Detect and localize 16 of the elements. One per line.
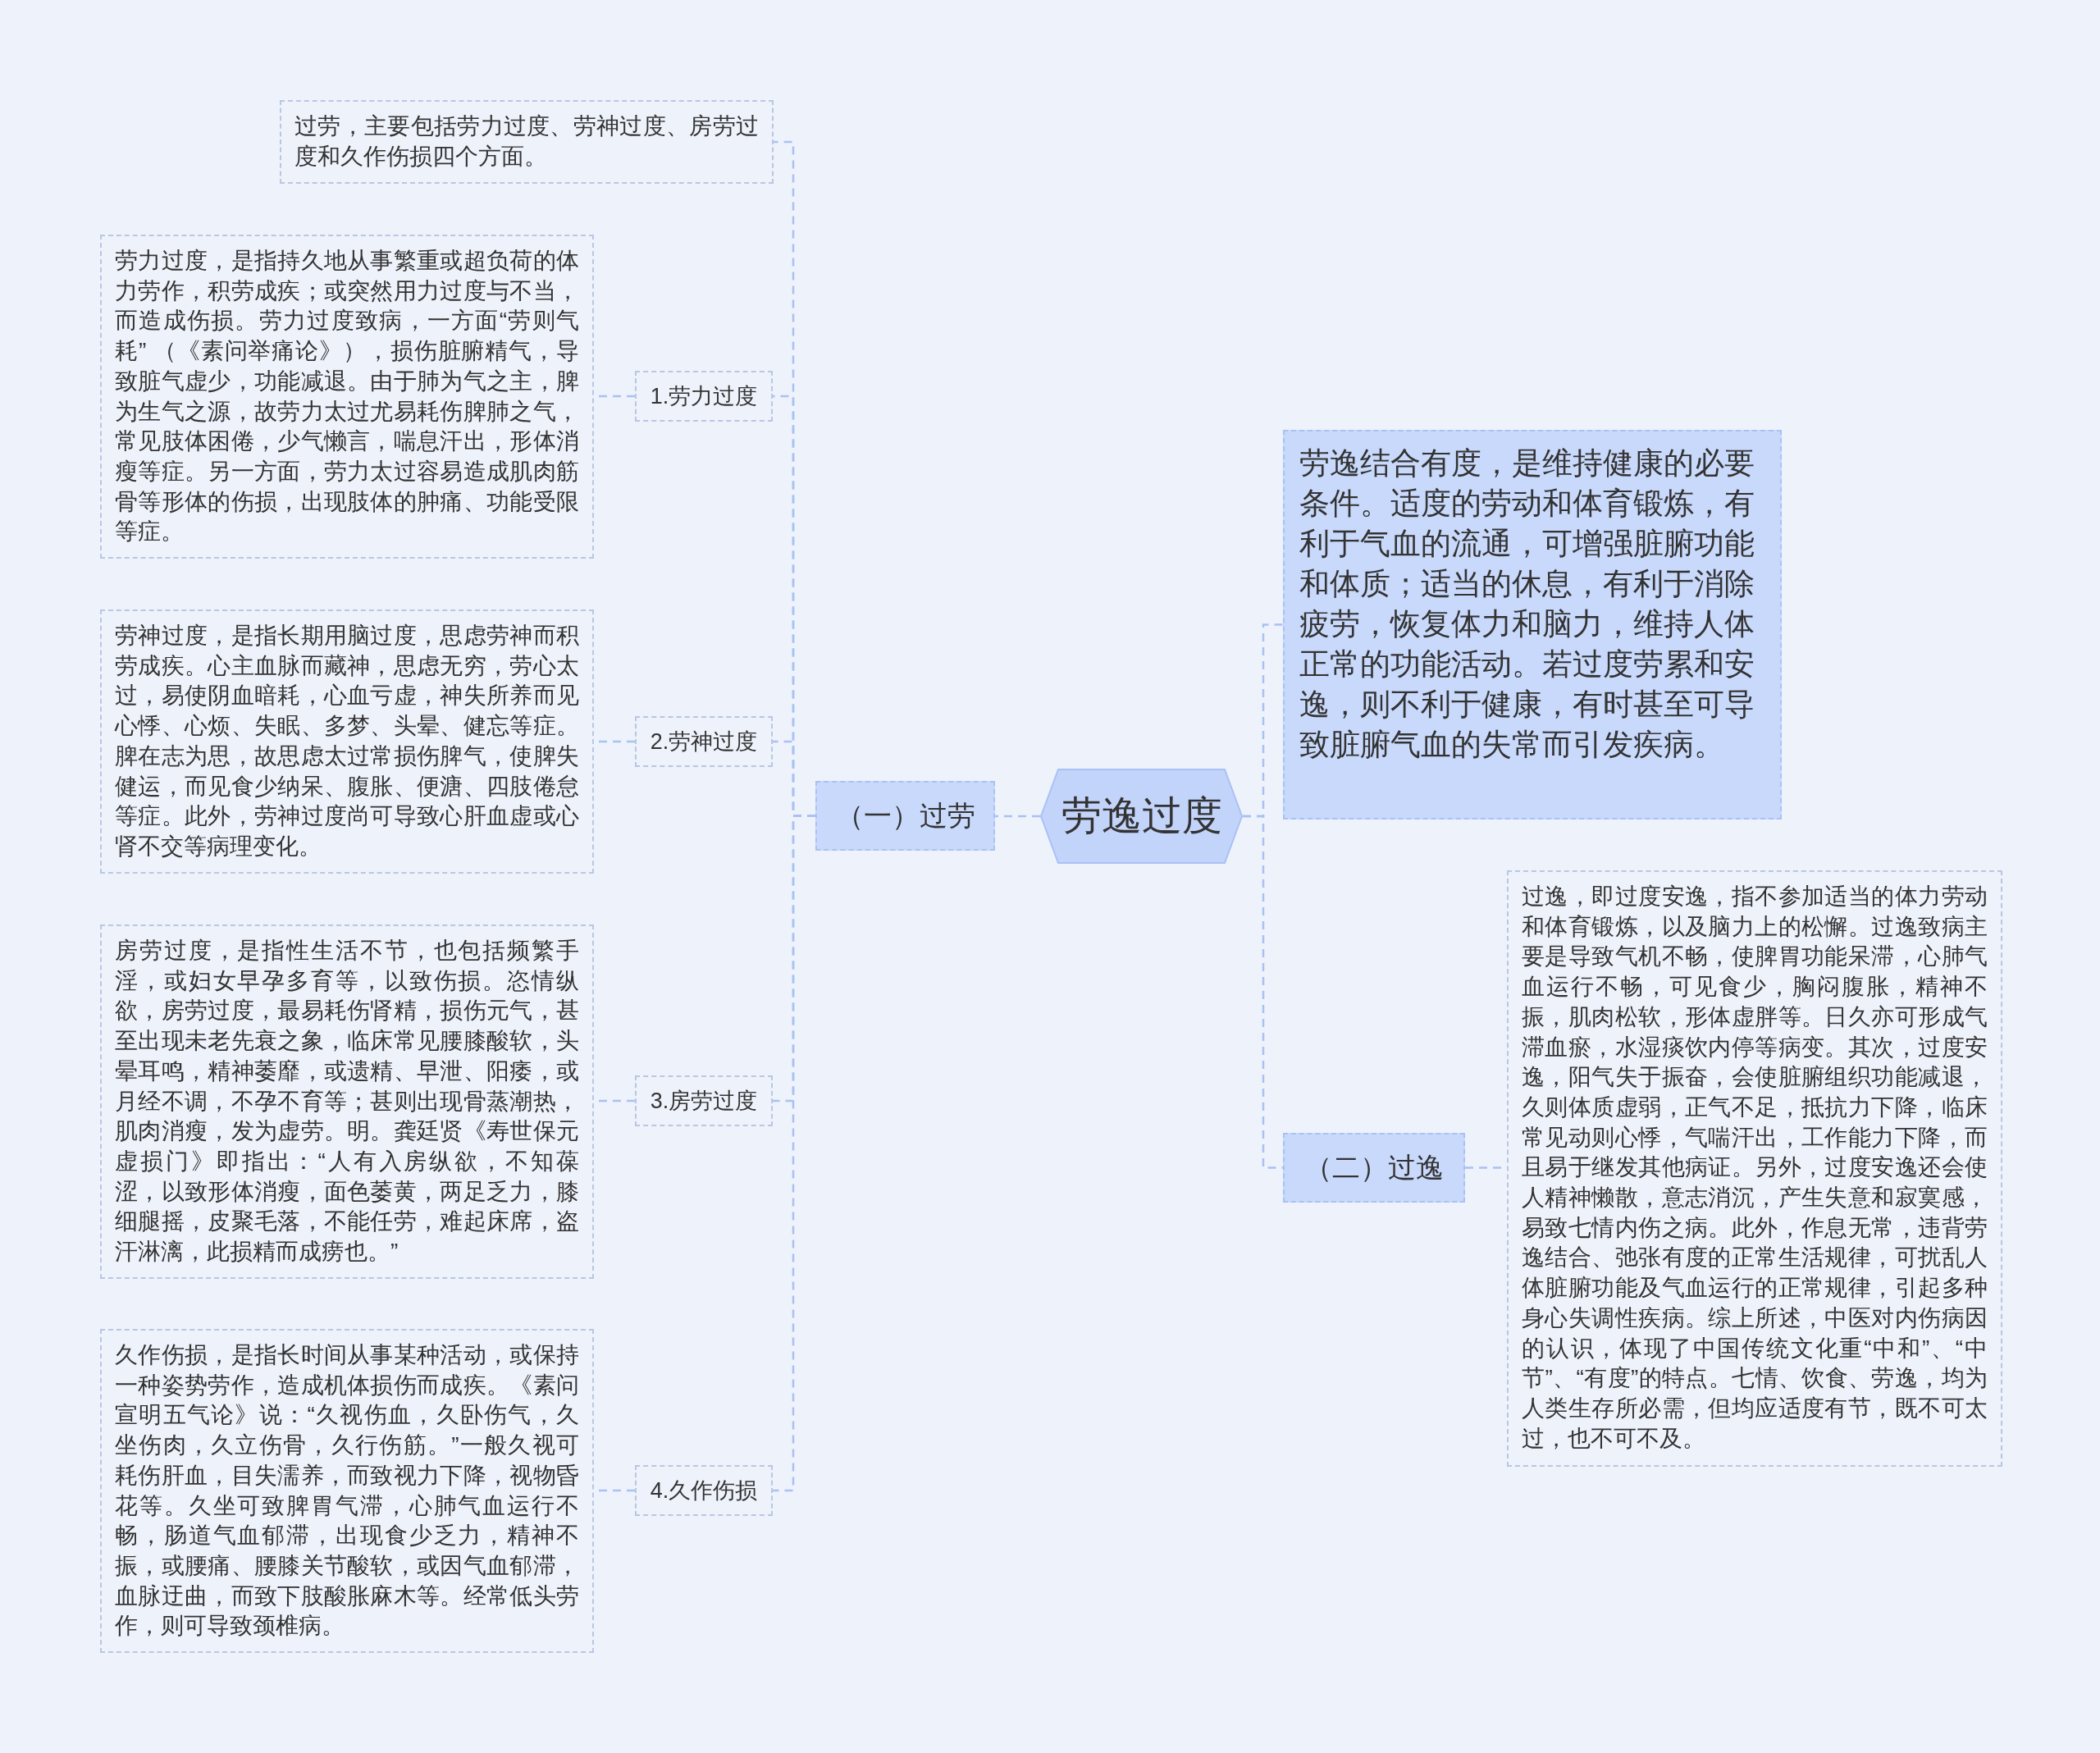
note-box: 劳力过度，是指持久地从事繁重或超负荷的体力劳作，积劳成疾；或突然用力过度与不当，而造成伤损。劳力过度致病，一方面“劳则气耗” （《素问举痛论》），损伤脏腑精气，导致脏气虚少，功能减退。由于肺为气之主，脾为生气之源，故劳力太过尤易耗伤脾肺之气，常见肢体困倦，少气懒言，喘息汗出，形体消瘦等症。另一方面，劳力太过容易造成肌肉筋骨等形体的伤损，出现肢体的肿痛、功能受限等症。 — [100, 235, 594, 559]
connector — [1243, 815, 1283, 1169]
subtopic-box: 3.房劳过度 — [635, 1075, 773, 1126]
subtopic-box: 2.劳神过度 — [635, 716, 773, 767]
note-box: 劳神过度，是指长期用脑过度，思虑劳神而积劳成疾。心主血脉而藏神，思虑无穷，劳心太过，易使阴血暗耗，心血亏虚，神失所养而见心悸、心烦、失眠、多梦、头晕、健忘等症。脾在志为思，故思虑太过常损伤脾气，使脾失健运，而见食少纳呆、腹胀、便溏、四肢倦怠等症。此外，劳神过度尚可导致心肝血虚或心肾不交等病理变化。 — [100, 609, 594, 874]
topic-box: （一）过劳 — [815, 781, 995, 851]
connector — [995, 815, 1040, 818]
note-box: 过劳，主要包括劳力过度、劳神过度、房劳过度和久作伤损四个方面。 — [280, 100, 774, 184]
central-topic: 劳逸过度 — [1040, 769, 1243, 864]
summary-box: 劳逸结合有度，是维持健康的必要条件。适度的劳动和体育锻炼，有利于气血的流通，可增强脏腑功能和体质；适当的休息，有利于消除疲劳，恢复体力和脑力，维持人体正常的功能活动。若过度劳累和安逸，则不利于健康，有时甚至可导致脏腑气血的失常而引发疾病。 — [1283, 430, 1782, 819]
note-box: 房劳过度，是指性生活不节，也包括频繁手淫，或妇女早孕多育等，以致伤损。恣情纵欲，房劳过度，最易耗伤肾精，损伤元气，甚至出现未老先衰之象，临床常见腰膝酸软，头晕耳鸣，精神萎靡，或遗精、早泄、阳痿，或月经不调，不孕不育等；甚则出现骨蒸潮热，肌肉消瘦，发为虚劳。明。龚廷贤《寿世保元虚损门》即指出：“人有入房纵欲，不知葆涩，以致形体消瘦，面色萎黄，两足乏力，膝细腿摇，皮聚毛落，不能任劳，难起床席，盗汗淋漓，此损精而成痨也。” — [100, 924, 594, 1279]
subtopic-box: 4.久作伤损 — [635, 1465, 773, 1516]
topic-box: （二）过逸 — [1283, 1133, 1465, 1203]
note-box: 久作伤损，是指长时间从事某种活动，或保持一种姿势劳作，造成机体损伤而成疾。《素问宣明五气论》说：“久视伤血，久卧伤气，久坐伤肉，久立伤骨，久行伤筋。”一般久视可耗伤肝血，目失濡养，而致视力下降，视物昏花等。久坐可致脾胃气滞，心肺气血运行不畅，肠道气血郁滞，出现食少乏力，精神不振，或腰痛、腰膝关节酸软，或因气血郁滞，血脉迂曲，而致下肢酸胀麻木等。经常低头劳作，则可导致颈椎病。 — [100, 1329, 594, 1654]
subtopic-box: 1.劳力过度 — [635, 371, 773, 422]
note-box: 过逸，即过度安逸，指不参加适当的体力劳动和体育锻炼，以及脑力上的松懈。过逸致病主要是导致气机不畅，使脾胃功能呆滞，心肺气血运行不畅，可见食少，胸闷腹胀，精神不振，肌肉松软，形体虚胖等。日久亦可形成气滞血瘀，水湿痰饮内停等病变。其次，过度安逸，阳气失于振奋，会使脏腑组织功能减退，久则体质虚弱，正气不足，抵抗力下降，临床常见动则心悸，气喘汗出，工作能力下降，而且易于继发其他病证。另外，过度安逸还会使人精神懒散，意志消沉，产生失意和寂寞感，易致七情内伤之病。此外，作息无常，违背劳逸结合、弛张有度的正常生活规律，可扰乱人体脏腑功能及气血运行的正常规律，引起多种身心失调性疾病。综上所述，中医对内伤病因的认识，体现了中国传统文化重“中和”、“中节”、“有度”的特点。七情、饮食、劳逸，均为人类生存所必需，但均应适度有节，既不可太过，也不可不及。 — [1507, 870, 2002, 1467]
